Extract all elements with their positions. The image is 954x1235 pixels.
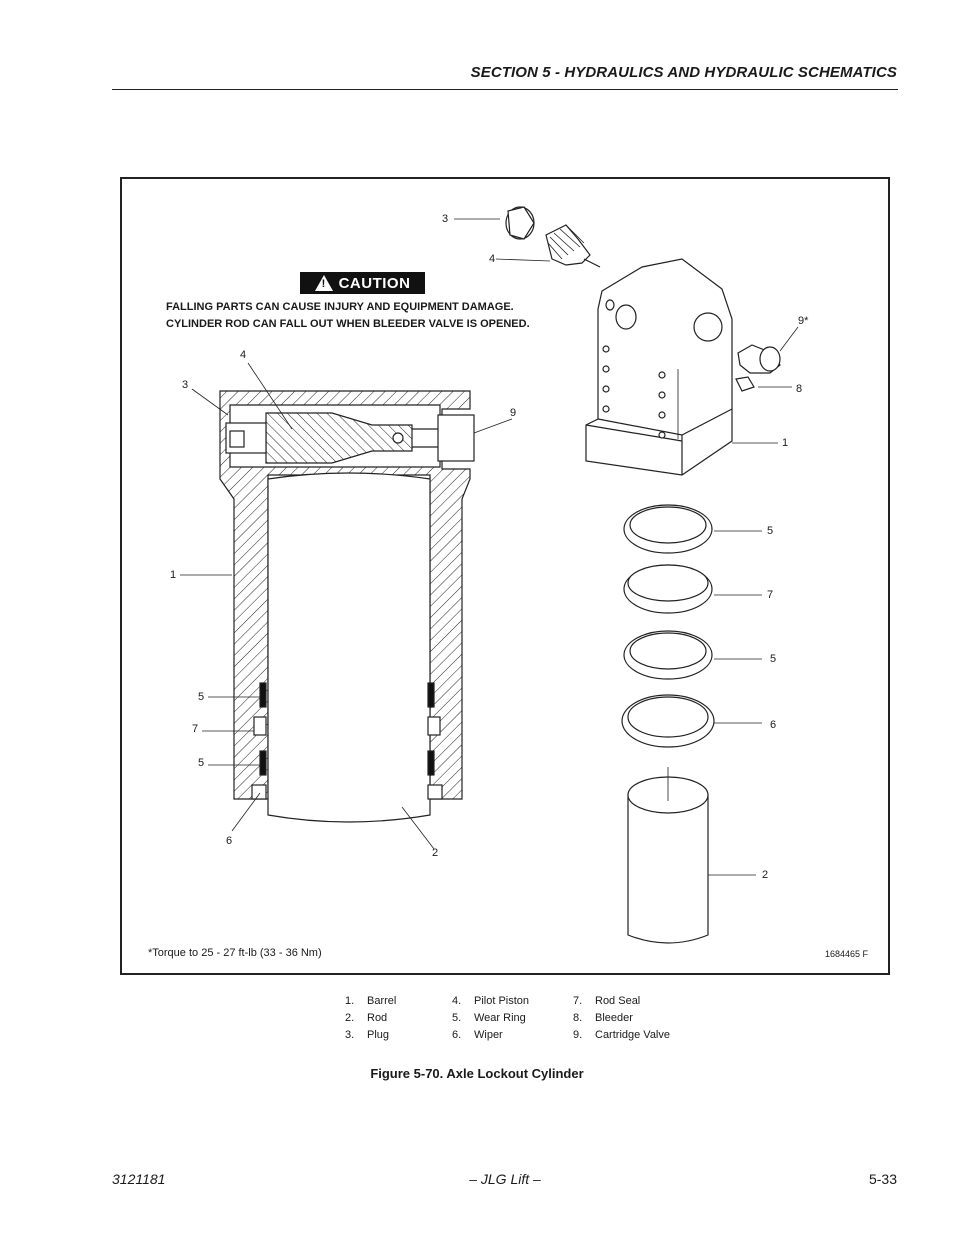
doc-number: 3121181 bbox=[112, 1171, 166, 1187]
callout-pilot-piston: 4 bbox=[240, 349, 247, 361]
callout-wear-ring: 5 bbox=[198, 691, 205, 703]
callout-rod: 2 bbox=[762, 869, 769, 881]
legend-item: 4.Pilot Piston bbox=[452, 995, 530, 1007]
page-number: 5-33 bbox=[868, 1171, 897, 1187]
caution-word: CAUTION bbox=[338, 274, 411, 292]
warning-triangle-icon: ! bbox=[314, 275, 333, 291]
legend-item: 8.Bleeder bbox=[573, 1012, 633, 1024]
footer-brand: – JLG Lift – bbox=[469, 1171, 541, 1187]
legend-item: 6.Wiper bbox=[452, 1029, 503, 1041]
drawing-id: 1684465 F bbox=[825, 949, 869, 959]
legend-item: 3.Plug bbox=[345, 1029, 390, 1041]
section-leaders bbox=[180, 362, 513, 850]
axle-lockout-cylinder-drawing bbox=[180, 206, 799, 944]
legend-column-1: 1.Barrel 2.Rod 3.Plug bbox=[345, 993, 396, 1044]
callout-cartridge-valve: 9 bbox=[510, 407, 517, 419]
legend-column-2: 4.Pilot Piston 5.Wear Ring 6.Wiper bbox=[452, 993, 529, 1044]
callout-wiper: 6 bbox=[770, 719, 777, 731]
legend-item: 2.Rod bbox=[345, 1012, 388, 1024]
callout-wear-ring: 5 bbox=[198, 757, 205, 769]
header-rule bbox=[112, 89, 898, 90]
exploded-leaders bbox=[454, 218, 799, 876]
legend-item: 1.Barrel bbox=[345, 995, 397, 1007]
figure-frame: ! CAUTION FALLING PARTS CAN CAUSE INJURY… bbox=[120, 177, 890, 975]
callout-barrel: 1 bbox=[782, 437, 789, 449]
exploded-view bbox=[505, 206, 781, 944]
legend-item: 7.Rod Seal bbox=[573, 995, 641, 1007]
callout-wear-ring: 5 bbox=[770, 653, 777, 665]
callout-bleeder: 8 bbox=[796, 383, 803, 395]
callout-rod-seal: 7 bbox=[767, 589, 774, 601]
caution-text: FALLING PARTS CAN CAUSE INJURY AND EQUIP… bbox=[166, 301, 530, 330]
callout-rod: 2 bbox=[432, 847, 439, 859]
legend-column-3: 7.Rod Seal 8.Bleeder 9.Cartridge Valve bbox=[573, 993, 670, 1044]
callout-plug: 3 bbox=[442, 213, 449, 225]
callout-cartridge-valve: 9* bbox=[798, 315, 809, 327]
callout-barrel: 1 bbox=[170, 569, 177, 581]
callout-pilot-piston: 4 bbox=[489, 253, 496, 265]
torque-note: *Torque to 25 - 27 ft-lb (33 - 36 Nm) bbox=[148, 947, 322, 959]
callout-wiper: 6 bbox=[226, 835, 233, 847]
figure-caption: Figure 5-70. Axle Lockout Cylinder bbox=[370, 1066, 584, 1081]
callout-rod-seal: 7 bbox=[192, 723, 199, 735]
cross-section bbox=[219, 390, 475, 823]
section-title: SECTION 5 - HYDRAULICS AND HYDRAULIC SCH… bbox=[470, 64, 897, 81]
legend-item: 5.Wear Ring bbox=[452, 1012, 526, 1024]
caution-badge: ! CAUTION bbox=[300, 272, 425, 294]
legend-item: 9.Cartridge Valve bbox=[573, 1029, 670, 1041]
callout-wear-ring: 5 bbox=[767, 525, 774, 537]
callout-plug: 3 bbox=[182, 379, 189, 391]
